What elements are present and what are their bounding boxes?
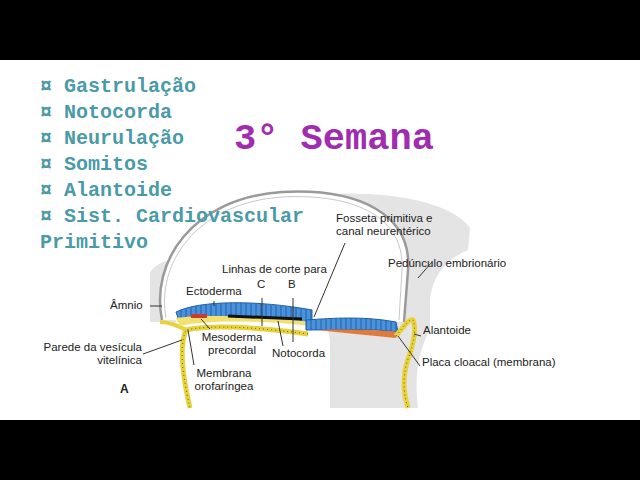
topic-item: ¤ Sist. Cardiovascular Primitivo (40, 204, 316, 256)
leader-line (214, 301, 215, 306)
part-label: Notocorda (272, 347, 342, 360)
topic-item: ¤ Somitos (40, 152, 320, 178)
allantois-dots (396, 320, 415, 408)
part-label: Linhas de corte para (222, 263, 352, 276)
leader-line (398, 336, 420, 366)
leader-line (143, 340, 182, 354)
figure-letter: A (120, 383, 140, 396)
part-label: Placa cloacal (membrana) (422, 356, 572, 369)
notochord (228, 316, 302, 319)
top-bar (0, 0, 640, 60)
part-label: Ectoderma (186, 285, 256, 298)
section-line (293, 298, 294, 342)
part-label: Pedúnculo embrionário (388, 257, 528, 270)
leader-line (314, 243, 345, 317)
topic-item: ¤ Notocorda (40, 100, 320, 126)
section-line (262, 298, 263, 326)
leader-line (188, 330, 194, 365)
section-letter: B (288, 278, 302, 291)
leader-line (201, 319, 210, 329)
slide-title: 3° Semana (234, 118, 434, 160)
topic-item: ¤ Neurulação (40, 126, 320, 152)
precordal-mesoderm (191, 314, 207, 318)
part-label: Parede da vesícula vitelínica (36, 341, 142, 367)
part-label: Alantoide (423, 324, 493, 337)
part-label: Membrana orofaríngea (184, 367, 264, 393)
leader-line (278, 321, 283, 346)
part-label: Fosseta primitiva e canal neurentérico (336, 212, 460, 238)
yolk-sac-wall (182, 327, 308, 408)
caudal-mesoderm (318, 330, 398, 338)
section-letter: C (257, 278, 271, 291)
topic-item: ¤ Gastrulação (40, 74, 320, 100)
part-label: Âmnio (110, 299, 154, 312)
part-label: Mesoderma precordal (198, 331, 266, 357)
topic-item: ¤ Alantoide (40, 178, 320, 204)
leader-line (150, 306, 162, 307)
leader-line (414, 334, 421, 336)
yolk-sac-dots (182, 327, 308, 408)
allantois (396, 320, 415, 408)
bottom-bar (0, 420, 640, 480)
